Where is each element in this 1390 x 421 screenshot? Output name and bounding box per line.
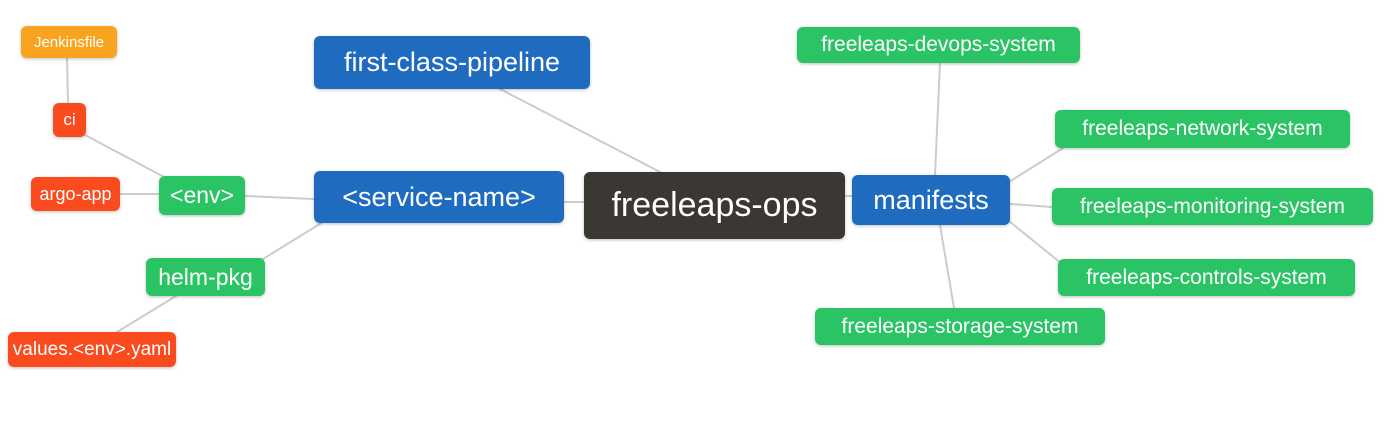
edge-manifests-to-freeleaps-devops-system: [934, 62, 941, 176]
node-label-first-class-pipeline: first-class-pipeline: [343, 47, 561, 77]
node-label-freeleaps-ops: freeleaps-ops: [611, 186, 818, 224]
node-freeleaps-storage-system[interactable]: freeleaps-storage-system: [815, 308, 1105, 345]
edge-helm-pkg-to-service-name: [262, 221, 324, 260]
node-values-env-yaml[interactable]: values.<env>.yaml: [8, 332, 176, 367]
edge-manifests-to-freeleaps-network-system: [1008, 147, 1064, 183]
edge-ci-to-env: [84, 134, 167, 179]
node-ci[interactable]: ci: [53, 103, 86, 137]
node-freeleaps-devops-system[interactable]: freeleaps-devops-system: [797, 27, 1080, 63]
node-freeleaps-monitoring-system[interactable]: freeleaps-monitoring-system: [1052, 188, 1373, 225]
edge-manifests-to-freeleaps-storage-system: [939, 224, 955, 309]
node-label-jenkinsfile: Jenkinsfile: [33, 33, 105, 51]
edge-manifests-to-freeleaps-controls-system: [1008, 220, 1063, 265]
node-label-values-env-yaml: values.<env>.yaml: [12, 338, 172, 360]
node-label-ci: ci: [63, 110, 76, 129]
node-helm-pkg[interactable]: helm-pkg: [146, 258, 265, 296]
node-label-env: <env>: [170, 182, 234, 208]
node-jenkinsfile[interactable]: Jenkinsfile: [21, 26, 117, 58]
edge-manifests-to-freeleaps-monitoring-system: [1009, 203, 1053, 208]
node-label-freeleaps-controls-system: freeleaps-controls-system: [1086, 265, 1327, 289]
edge-values-env-yaml-to-helm-pkg: [116, 295, 177, 333]
node-env[interactable]: <env>: [159, 176, 245, 215]
edge-env-to-service-name: [244, 195, 315, 200]
edge-jenkinsfile-to-ci: [66, 57, 69, 104]
node-label-freeleaps-storage-system: freeleaps-storage-system: [841, 314, 1079, 338]
node-label-freeleaps-monitoring-system: freeleaps-monitoring-system: [1080, 194, 1345, 218]
node-label-manifests: manifests: [873, 184, 989, 215]
node-label-helm-pkg: helm-pkg: [158, 263, 253, 290]
node-first-class-pipeline[interactable]: first-class-pipeline: [314, 36, 590, 89]
node-freeleaps-controls-system[interactable]: freeleaps-controls-system: [1058, 259, 1355, 296]
node-label-argo-app: argo-app: [39, 183, 112, 204]
node-label-freeleaps-devops-system: freeleaps-devops-system: [821, 33, 1056, 56]
node-freeleaps-ops[interactable]: freeleaps-ops: [584, 172, 845, 239]
node-argo-app[interactable]: argo-app: [31, 177, 120, 211]
node-label-freeleaps-network-system: freeleaps-network-system: [1082, 117, 1323, 140]
node-manifests[interactable]: manifests: [852, 175, 1010, 225]
node-service-name[interactable]: <service-name>: [314, 171, 564, 223]
node-freeleaps-network-system[interactable]: freeleaps-network-system: [1055, 110, 1350, 148]
edge-first-class-pipeline-to-freeleaps-ops: [499, 88, 661, 173]
node-label-service-name: <service-name>: [342, 181, 536, 212]
